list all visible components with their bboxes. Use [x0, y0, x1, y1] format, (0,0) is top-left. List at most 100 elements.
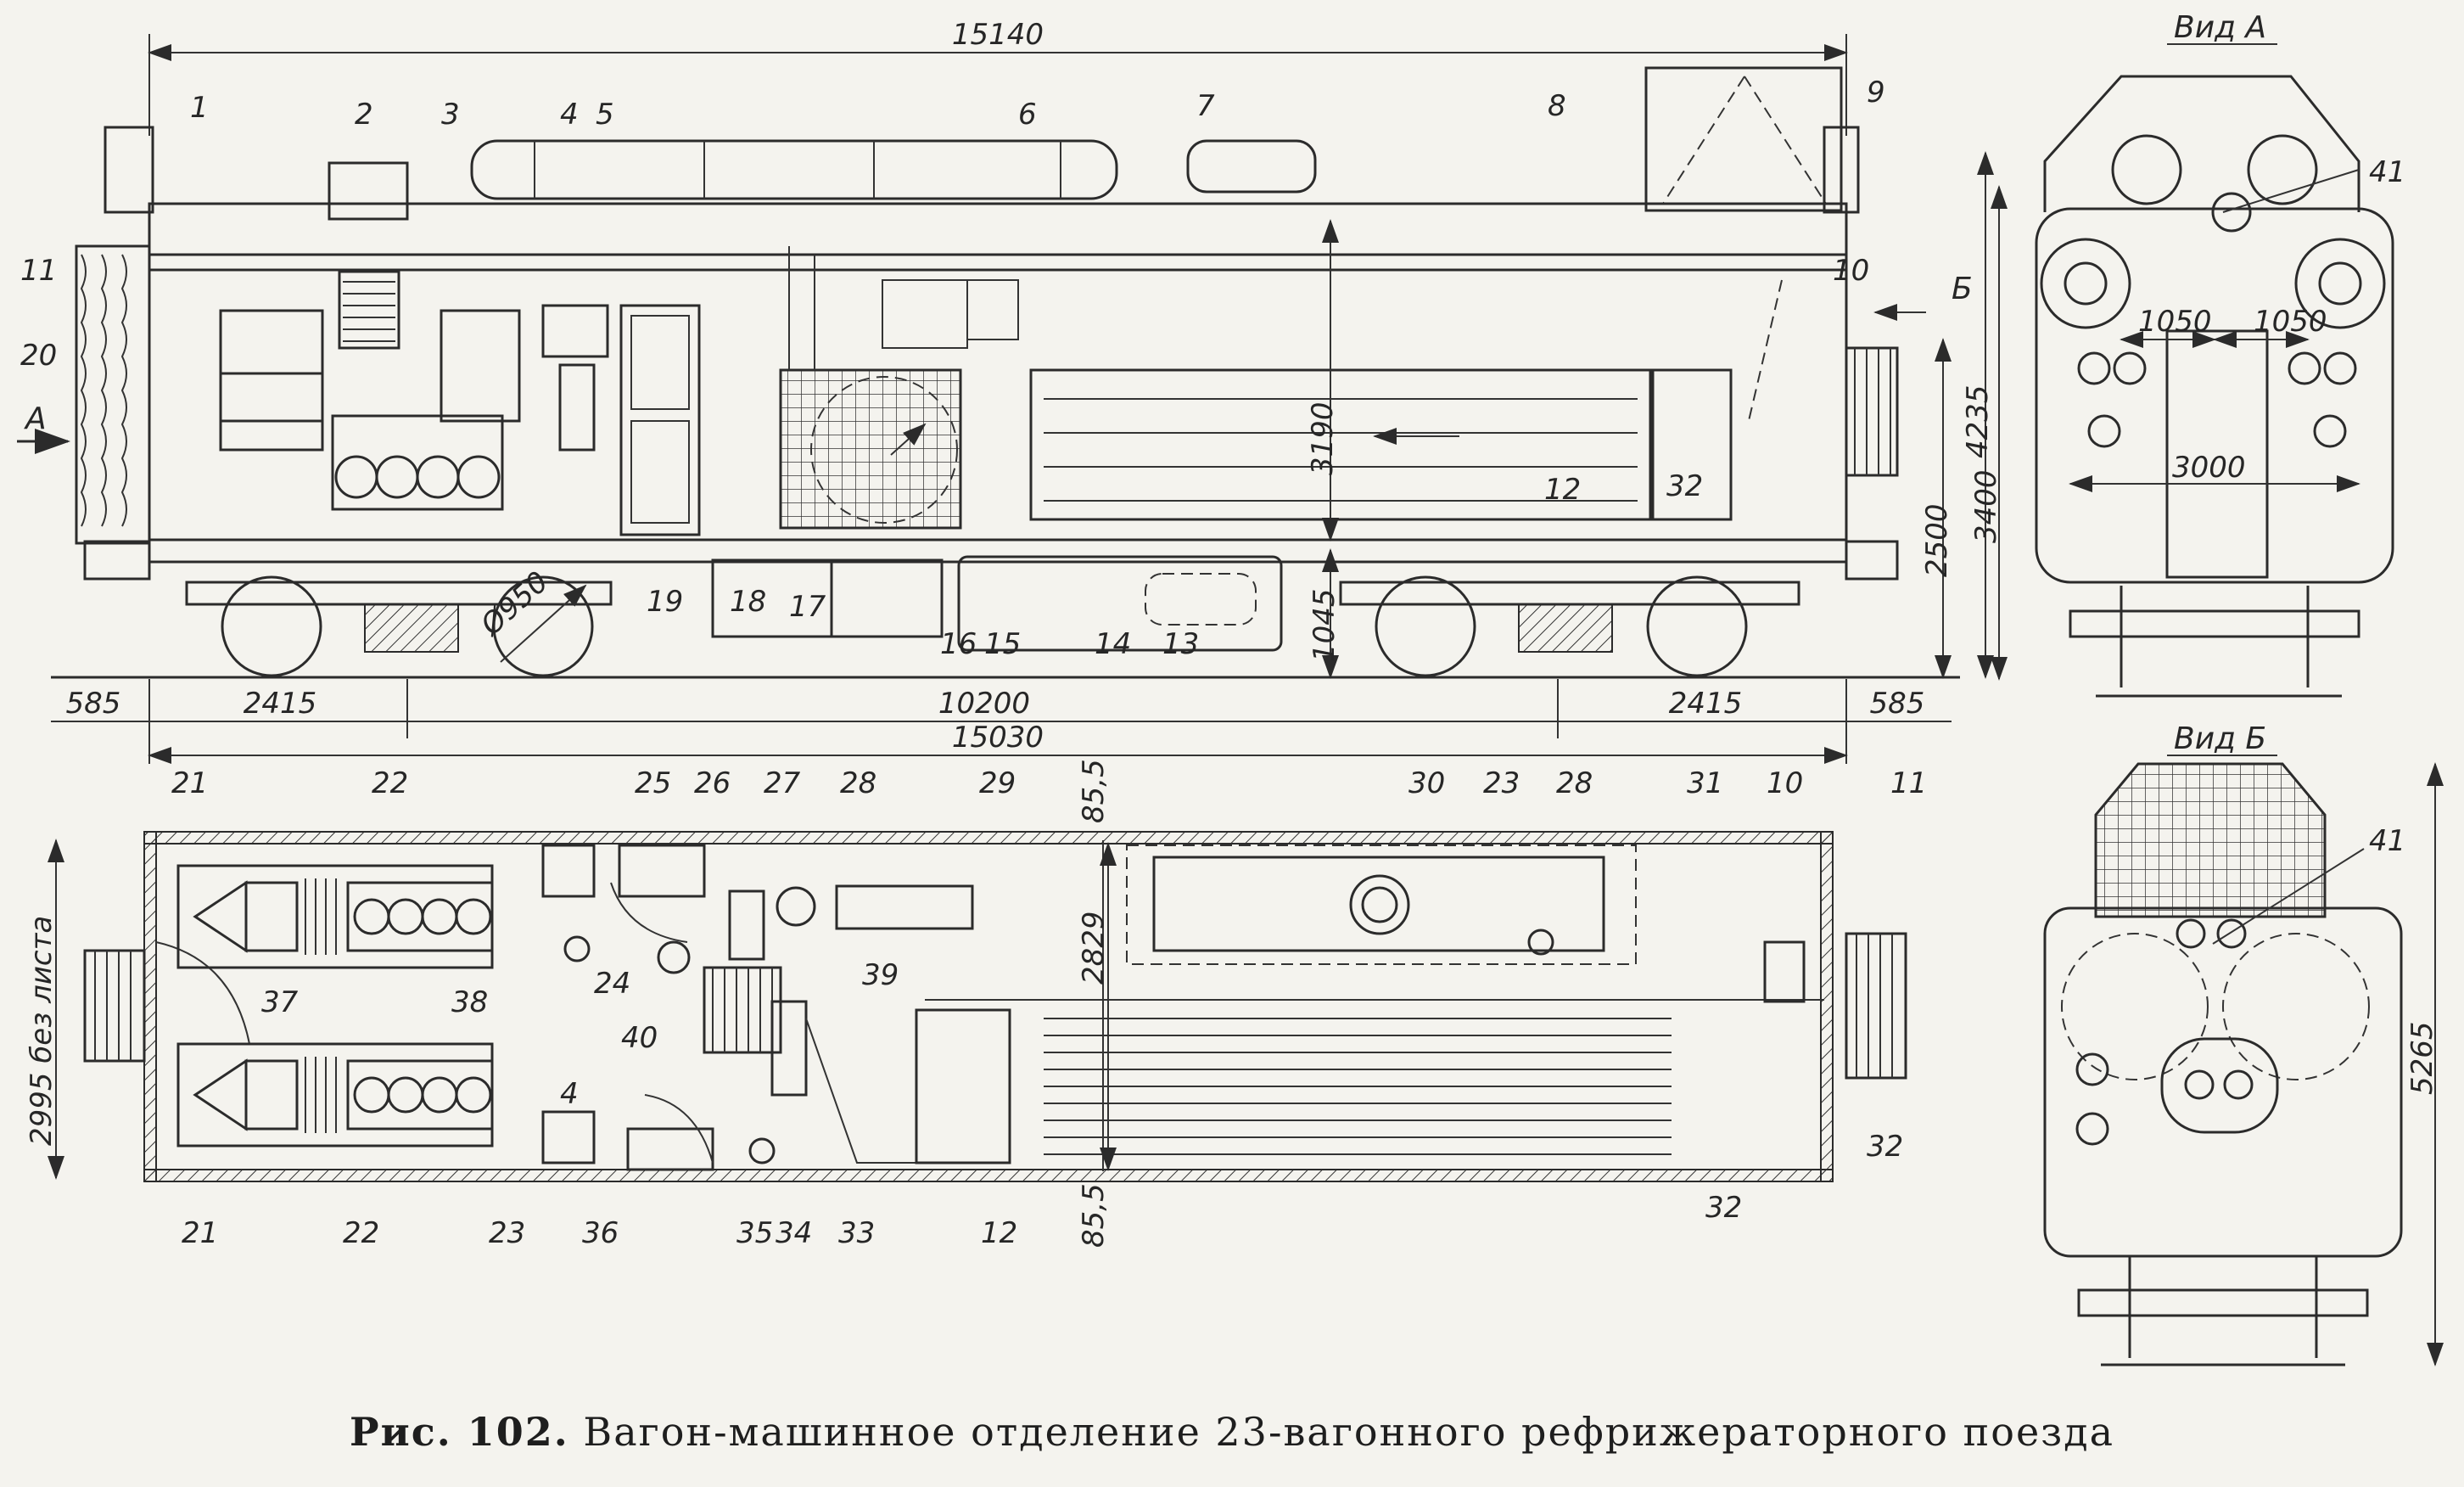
svg-text:26: 26 — [694, 766, 731, 800]
svg-text:11: 11 — [20, 254, 57, 288]
svg-text:17: 17 — [789, 590, 826, 624]
plan-tank-30-body — [1152, 856, 1605, 952]
underframe — [148, 538, 1848, 564]
side-view-callouts: 1 2 3 4 5 6 7 8 9 10 11 20 12 32 19 18 1… — [20, 76, 1885, 661]
radiator-hood-8 — [1644, 66, 1843, 212]
svg-text:5: 5 — [596, 98, 614, 132]
svg-text:7: 7 — [1196, 89, 1215, 123]
view-b-callout-41: 41 — [2369, 824, 2405, 858]
svg-text:35: 35 — [736, 1216, 773, 1250]
svg-text:21: 21 — [182, 1216, 218, 1250]
svg-text:29: 29 — [979, 766, 1016, 800]
fuel-tank-5 — [470, 139, 1118, 200]
svg-text:33: 33 — [838, 1216, 875, 1250]
view-b-radiator-grid — [2094, 762, 2327, 918]
svg-text:22: 22 — [343, 1216, 379, 1250]
plan-wall-left — [143, 831, 157, 1182]
svg-text:16: 16 — [940, 627, 977, 661]
bogie-right — [1339, 575, 1800, 677]
dim-left-overhang: 585 — [66, 687, 121, 721]
view-b-body — [2043, 906, 2403, 1258]
plan-bellows-left — [83, 949, 146, 1063]
condenser-12 — [1029, 368, 1652, 521]
view-a-body — [2035, 207, 2394, 584]
dim-frame-length: 15030 — [952, 721, 1044, 755]
dim-plan-inner-width: 2829 — [1077, 911, 1111, 985]
svg-text:10: 10 — [1767, 766, 1803, 800]
svg-text:36: 36 — [582, 1216, 619, 1250]
svg-text:24: 24 — [594, 967, 630, 1001]
svg-text:9: 9 — [1867, 76, 1885, 109]
plan-item-34 — [770, 1000, 808, 1097]
svg-text:32: 32 — [1666, 469, 1703, 503]
svg-text:28: 28 — [1556, 766, 1593, 800]
plan-item-23-upper — [563, 935, 591, 962]
svg-text:4: 4 — [560, 98, 579, 132]
plan-view-callouts: 21 22 25 26 27 28 29 30 23 28 31 10 11 3… — [171, 766, 1927, 1250]
svg-text:15: 15 — [984, 627, 1021, 661]
plan-door-10 — [1763, 940, 1806, 1003]
door-32-side — [1651, 368, 1733, 521]
svg-text:23: 23 — [1483, 766, 1520, 800]
view-a-title: Вид А — [2174, 10, 2266, 45]
end-view-a: Вид А 1050 1050 3000 3400 41 — [1969, 10, 2405, 698]
dim-bogie-left: 2415 — [244, 687, 317, 721]
svg-text:40: 40 — [621, 1021, 658, 1055]
plan-generator-bottom — [176, 1042, 494, 1148]
svg-text:38: 38 — [451, 985, 488, 1019]
plan-panel-33 — [915, 1008, 1011, 1164]
plan-wall-top — [143, 831, 1834, 845]
dim-right-overhang: 585 — [1870, 687, 1925, 721]
box-17 — [830, 558, 944, 638]
plan-valve-24 — [657, 940, 691, 974]
dim-inner-height: 3190 — [1306, 401, 1340, 475]
plan-tank-30 — [1126, 845, 1637, 965]
svg-text:2: 2 — [355, 98, 373, 132]
dim-wall-bottom: 85,5 — [1077, 1183, 1111, 1248]
plan-view: 2995 без листа 2829 85,5 85,5 21 22 25 2… — [25, 759, 1927, 1250]
dim-view-a-height: 3400 — [1969, 469, 2003, 543]
svg-text:32: 32 — [1867, 1130, 1903, 1164]
svg-text:14: 14 — [1095, 627, 1131, 661]
dim-body-height: 2500 — [1920, 503, 1954, 577]
buffer-right — [1845, 540, 1899, 581]
view-b-arrow-label: Б — [1952, 272, 1973, 306]
dim-view-a-track: 3000 — [2172, 451, 2246, 485]
plan-wall-bottom — [143, 1169, 1834, 1182]
view-a-arrow-label: А — [24, 401, 47, 436]
plan-condenser-12 — [1044, 1018, 1672, 1155]
door-19 — [619, 304, 701, 536]
dim-wall-top: 85,5 — [1077, 759, 1111, 823]
diesel-generator-side — [219, 372, 504, 511]
fuel-tank-14 — [957, 555, 1283, 652]
dim-view-a-half-right: 1050 — [2254, 305, 2327, 339]
svg-text:25: 25 — [635, 766, 671, 800]
svg-text:11: 11 — [1890, 766, 1927, 800]
svg-text:12: 12 — [981, 1216, 1017, 1250]
caption-text: Вагон-машинное отделение 23-вагонного ре… — [583, 1409, 2114, 1455]
view-a-callout-41: 41 — [2369, 155, 2405, 189]
plan-item-35 — [748, 1137, 776, 1164]
end-view-b: Вид Б 41 5265 — [2043, 721, 2444, 1366]
svg-text:20: 20 — [20, 339, 57, 373]
plan-pump-36 — [541, 1110, 596, 1164]
view-a-hood — [2043, 75, 2360, 212]
svg-text:32: 32 — [1705, 1191, 1742, 1225]
svg-text:1: 1 — [190, 91, 209, 125]
svg-text:18: 18 — [730, 585, 766, 619]
cabinet-mid — [440, 309, 521, 423]
svg-text:31: 31 — [1687, 766, 1723, 800]
dim-plan-width: 2995 без листа — [25, 916, 59, 1146]
roof-box-1 — [104, 126, 154, 214]
plan-box-bottom — [626, 1127, 714, 1171]
plan-item-27 — [776, 886, 816, 927]
pump-column — [558, 363, 596, 452]
dim-bogie-centers: 10200 — [938, 687, 1030, 721]
plan-bellows-right — [1845, 932, 1907, 1080]
svg-text:12: 12 — [1544, 473, 1581, 507]
pump-4 — [541, 304, 609, 358]
roof-box-right — [1823, 126, 1860, 214]
dim-floor-height: 1045 — [1308, 588, 1341, 662]
view-b-hatch — [2160, 1037, 2279, 1134]
